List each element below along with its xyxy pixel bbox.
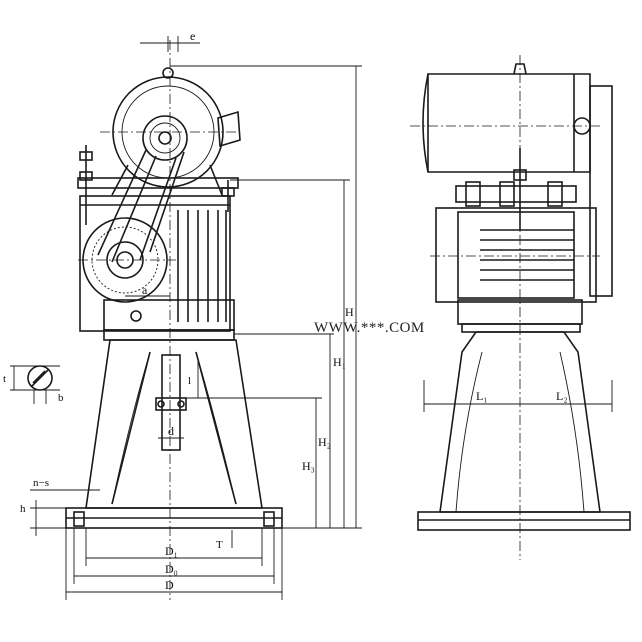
label-L1: L₁: [476, 389, 488, 403]
v-belt-right: [139, 151, 185, 261]
label-e: e: [190, 29, 195, 43]
label-n-s: n−s: [33, 477, 49, 489]
watermark-text: WWW.***.COM: [314, 320, 425, 336]
keyway-hatch-1: [30, 368, 50, 388]
reducer-lower-flange: [103, 299, 235, 331]
side-stand-curve-l: [455, 351, 483, 513]
motor-base-plate: [77, 177, 239, 189]
label-D: D: [165, 578, 174, 592]
motor-pulley-inner: [149, 122, 181, 154]
side-adjust-screw-nut: [513, 169, 527, 181]
output-coupling: [155, 397, 187, 411]
support-stand-curve-r: [195, 351, 237, 505]
motor-terminal-box: [217, 110, 241, 148]
reducer-housing: [79, 195, 231, 332]
anchor-bolt-left: [73, 511, 85, 527]
adjust-nut-left-2: [79, 171, 93, 181]
side-base-plate: [417, 511, 631, 531]
motor-lifting-eye: [162, 67, 174, 79]
side-stand-curve-r: [559, 351, 585, 513]
side-nut-3: [547, 181, 563, 207]
side-motor-end-cap: [422, 73, 429, 173]
label-H2: H₂: [318, 435, 331, 449]
label-D1: D₁: [165, 544, 178, 558]
keyway-hatch-2: [32, 370, 46, 384]
anchor-bolt-right: [263, 511, 275, 527]
coupling-bolt-1: [157, 400, 165, 408]
label-H3: H₃: [302, 459, 315, 473]
label-L2: L₂: [556, 389, 568, 403]
support-stand-inner: [111, 351, 237, 505]
output-shaft: [161, 354, 181, 451]
reducer-bolt-hole: [130, 310, 142, 322]
side-motor-eye: [513, 63, 527, 75]
label-h: h: [20, 503, 26, 515]
label-H: H: [345, 305, 354, 319]
label-d: d: [168, 424, 174, 438]
label-D0: D₀: [165, 562, 178, 576]
motor-support-frame: [111, 164, 223, 196]
side-reducer-body: [435, 207, 597, 303]
side-adjust-bar: [455, 185, 577, 203]
support-stand: [85, 339, 263, 509]
side-nut-2: [499, 181, 515, 207]
side-view: L₁ L₂: [410, 55, 631, 560]
side-reducer-mount: [461, 323, 581, 333]
keyway-detail: t b: [3, 365, 64, 404]
reducer-pulley-hub: [106, 241, 144, 279]
label-a: a: [142, 283, 148, 297]
side-belt-guard: [589, 85, 613, 297]
v-belt-left: [97, 149, 157, 263]
motor-shaft: [158, 131, 172, 145]
motor-pulley: [142, 115, 188, 161]
label-T: T: [216, 539, 223, 551]
adjust-nut-left-1: [79, 151, 93, 161]
side-motor-body: [427, 73, 591, 173]
side-reducer-fins: [480, 229, 574, 281]
reducer-cooling-fins: [177, 210, 227, 322]
label-H1: H₁: [333, 355, 346, 369]
label-b: b: [58, 392, 64, 404]
label-l: l: [188, 375, 191, 387]
front-view: e a l d t b n−s h T: [3, 29, 362, 600]
coupling-bolt-2: [177, 400, 185, 408]
side-nut-1: [465, 181, 481, 207]
label-t: t: [3, 373, 6, 385]
side-reducer-inner: [457, 211, 575, 299]
support-stand-curve-l: [111, 351, 151, 505]
